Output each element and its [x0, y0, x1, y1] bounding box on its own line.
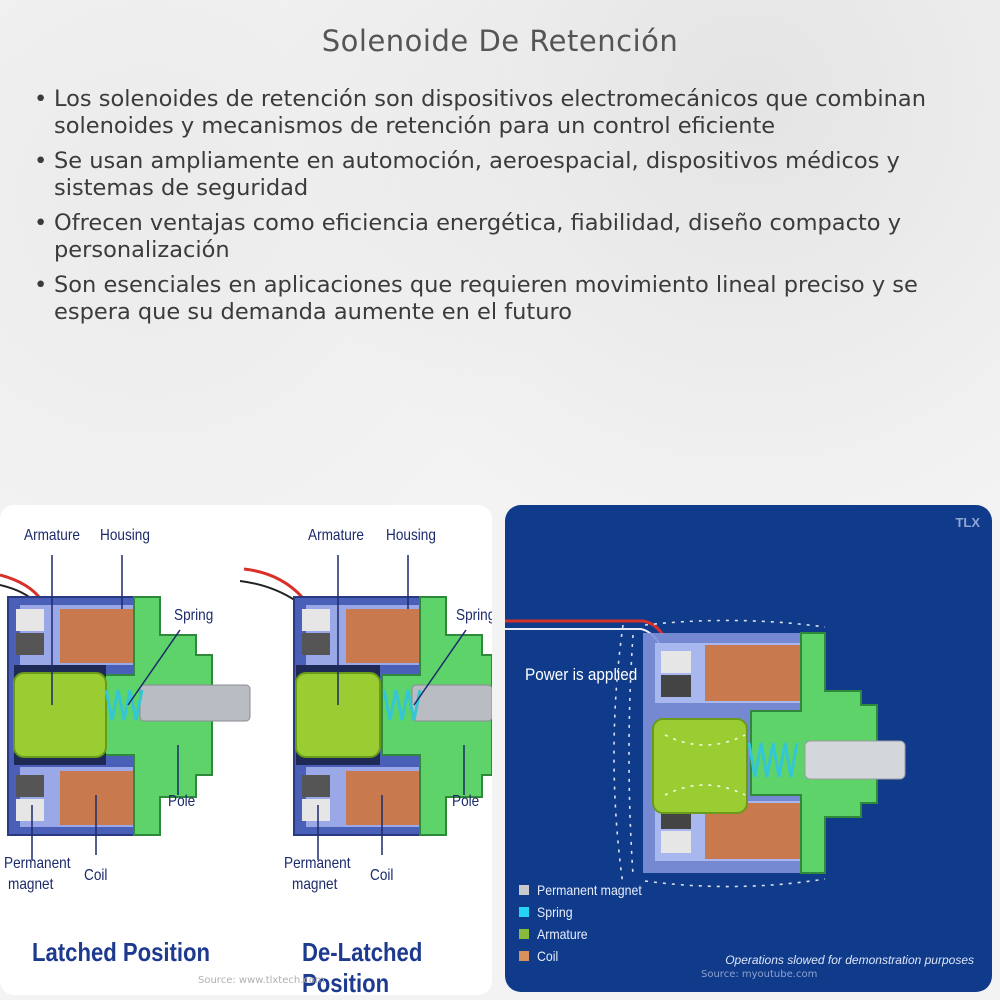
label-coil: Coil: [370, 867, 394, 884]
label-magnet: magnet: [292, 876, 338, 893]
bullet-text: Son esenciales en aplicaciones que requi…: [54, 272, 918, 325]
caption-latched: Latched Position: [32, 937, 211, 967]
legend-item: Coil: [519, 945, 656, 967]
bullet-text: Se usan ampliamente en automoción, aeroe…: [54, 148, 900, 201]
label-coil: Coil: [84, 867, 108, 884]
delatched-solenoid: [239, 567, 492, 836]
bullet-text: Ofrecen ventajas como eficiencia energét…: [54, 210, 902, 263]
legend-label: Permanent magnet: [537, 882, 642, 898]
label-armature: Armature: [24, 527, 80, 544]
legend-label: Coil: [537, 948, 559, 964]
bullet-item: •Los solenoides de retención son disposi…: [34, 86, 974, 140]
latched-solenoid: [0, 573, 251, 836]
bullet-item: •Ofrecen ventajas como eficiencia energé…: [34, 210, 974, 264]
source-credit: Source: www.tlxtech.com: [198, 975, 325, 986]
leader-lines: [31, 555, 467, 860]
bullet-item: •Se usan ampliamente en automoción, aero…: [34, 148, 974, 202]
label-housing: Housing: [100, 527, 150, 544]
bullet-item: •Son esenciales en aplicaciones que requ…: [34, 272, 974, 326]
legend-item: Armature: [519, 923, 656, 945]
label-pole: Pole: [168, 793, 196, 810]
legend-item: Spring: [519, 901, 656, 923]
label-housing: Housing: [386, 527, 436, 544]
label-armature: Armature: [308, 527, 364, 544]
bullet-marker: •: [34, 272, 48, 298]
bullet-marker: •: [34, 86, 48, 112]
label-pole: Pole: [452, 793, 480, 810]
legend: Permanent magnet Spring Armature Coil: [519, 879, 656, 967]
caption-delatched: De-Latched Position: [302, 937, 423, 995]
legend-swatch-permanent-magnet: [519, 885, 529, 895]
status-text: Power is applied: [525, 665, 638, 684]
page-title: Solenoide De Retención: [321, 24, 679, 58]
label-spring: Spring: [174, 607, 214, 624]
demo-note: Operations slowed for demonstration purp…: [725, 953, 974, 967]
latching-diagram: [0, 555, 492, 860]
bullet-marker: •: [34, 148, 48, 174]
label-permanent: Permanent: [284, 855, 351, 872]
legend-swatch-armature: [519, 929, 529, 939]
animation-frame-panel: TLX Power is applied Permanent: [505, 505, 992, 992]
bullet-list: •Los solenoides de retención son disposi…: [34, 86, 974, 334]
latching-diagram-panel: Armature Housing Spring Pole Permanent m…: [0, 505, 492, 995]
legend-item: Permanent magnet: [519, 879, 656, 901]
legend-label: Armature: [537, 926, 588, 942]
bullet-marker: •: [34, 210, 48, 236]
legend-swatch-spring: [519, 907, 529, 917]
brand-logo: TLX: [955, 515, 980, 530]
legend-swatch-coil: [519, 951, 529, 961]
source-credit: Source: myoutube.com: [701, 969, 818, 980]
label-permanent: Permanent: [4, 855, 71, 872]
label-spring: Spring: [456, 607, 492, 624]
bullet-text: Los solenoides de retención son disposit…: [54, 86, 926, 139]
powered-solenoid: [505, 619, 906, 888]
legend-label: Spring: [537, 904, 573, 920]
label-magnet: magnet: [8, 876, 54, 893]
